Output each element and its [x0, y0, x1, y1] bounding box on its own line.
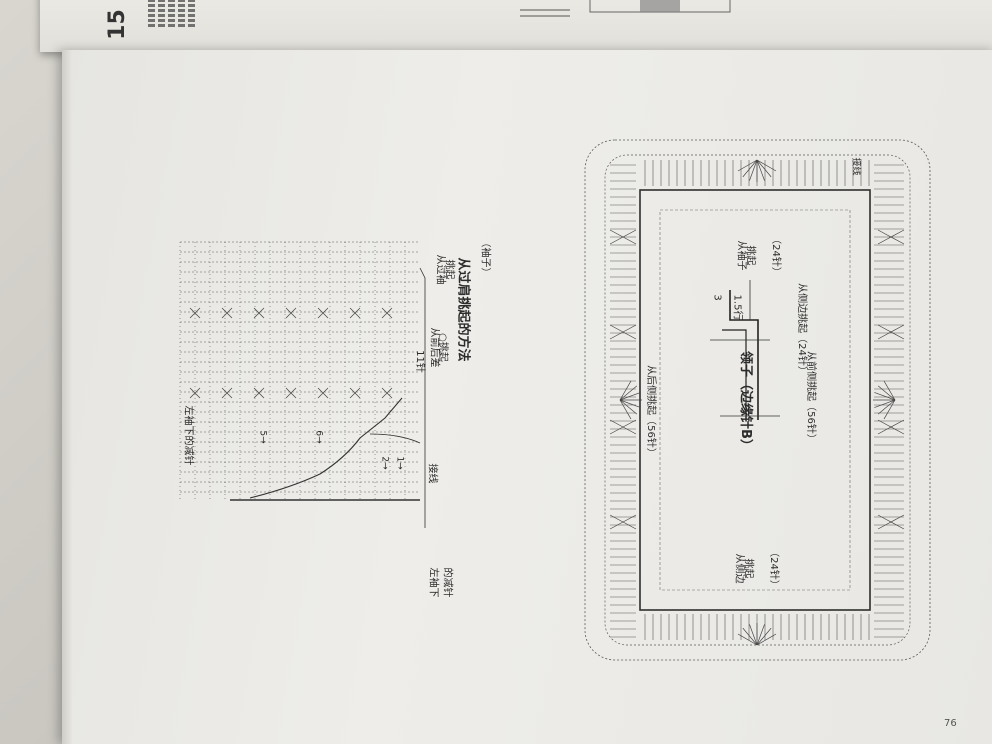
row-mark-5: 5→: [257, 430, 268, 444]
sleeve-pickup-back-2: ○挑起: [436, 333, 448, 362]
collar-side-a-3: （24针）: [767, 547, 779, 590]
collar-back-pickup: 从后侧挑起（56针）: [644, 365, 656, 458]
sleeve-stitch-count: 11针: [413, 350, 425, 373]
sleeve-chart: [179, 241, 426, 528]
collar-rows-1: 3: [711, 294, 723, 301]
collar-rows-2: 1.5行: [731, 294, 743, 321]
method-note: （袖子）: [479, 237, 491, 278]
sleeve-join-label: 接线: [426, 463, 438, 484]
collar-side-b: 从侧边挑起（24针）: [795, 283, 807, 376]
sleeve-left-label-2: 的减针: [441, 567, 453, 598]
sleeve-left-label-1: 左袖下: [427, 567, 439, 598]
row-mark-1: 1→: [394, 456, 405, 470]
sleeve-chart-title: 左袖下的减针: [182, 405, 194, 466]
next-page-mini-diagram: [520, 0, 731, 17]
row-mark-2: 2→: [379, 456, 390, 470]
method-title: 从过肩挑起的方法: [455, 257, 471, 362]
row-mark-6: 6→: [313, 430, 324, 444]
page-number: 76: [944, 718, 957, 729]
page-gutter: [62, 50, 72, 744]
collar-title: 领子（边缘针B）: [737, 351, 753, 452]
next-page: 15: [40, 0, 992, 52]
collar-sleeve-pickup-3: （24针）: [769, 234, 781, 277]
collar-chart: [584, 139, 931, 661]
next-page-text-block: [148, 0, 200, 30]
collar-side-a-2: 挑起: [742, 558, 754, 579]
next-page-number: 15: [104, 9, 130, 40]
collar-right-small: 接线: [850, 157, 861, 176]
collar-sleeve-pickup-2: 挑起: [744, 245, 756, 266]
